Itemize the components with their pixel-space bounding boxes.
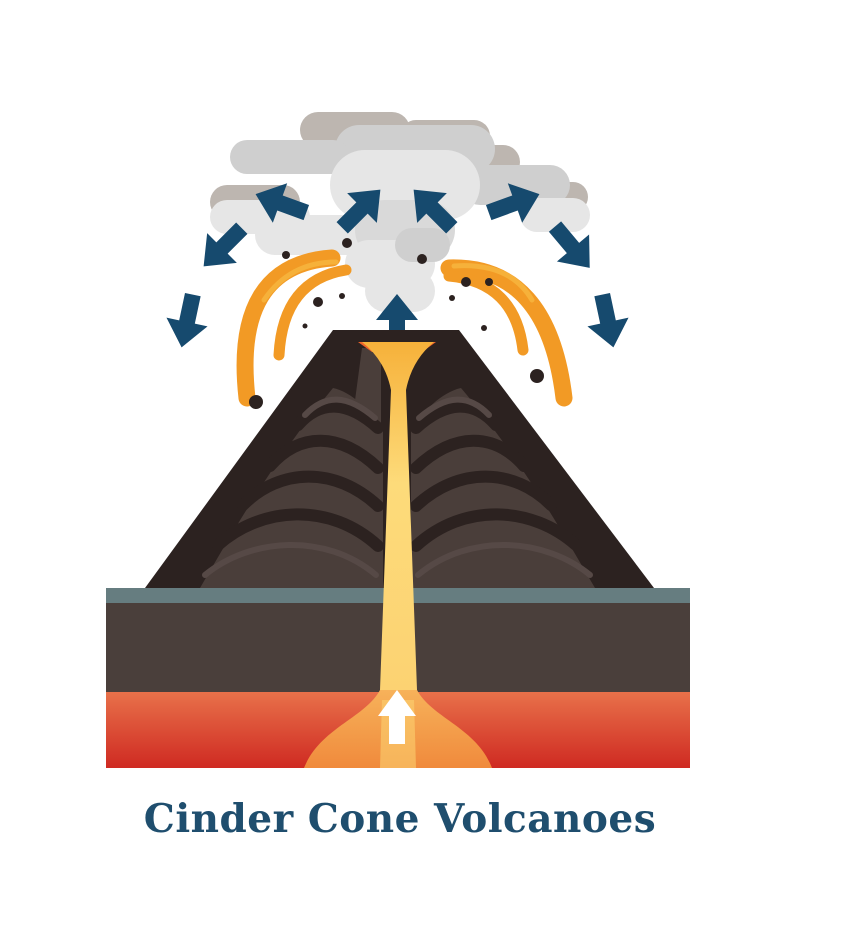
volcanic-conduit <box>304 342 492 768</box>
diagram-title: Cinder Cone Volcanoes <box>143 796 657 842</box>
magma-arrow-icon <box>378 690 416 744</box>
ash-particles <box>249 238 544 409</box>
outward-arrow-icon <box>581 290 634 352</box>
conduit <box>362 342 434 745</box>
outward-arrow-icon <box>161 290 214 352</box>
smoke-cloud <box>210 112 590 312</box>
lava-fountains <box>236 249 573 407</box>
